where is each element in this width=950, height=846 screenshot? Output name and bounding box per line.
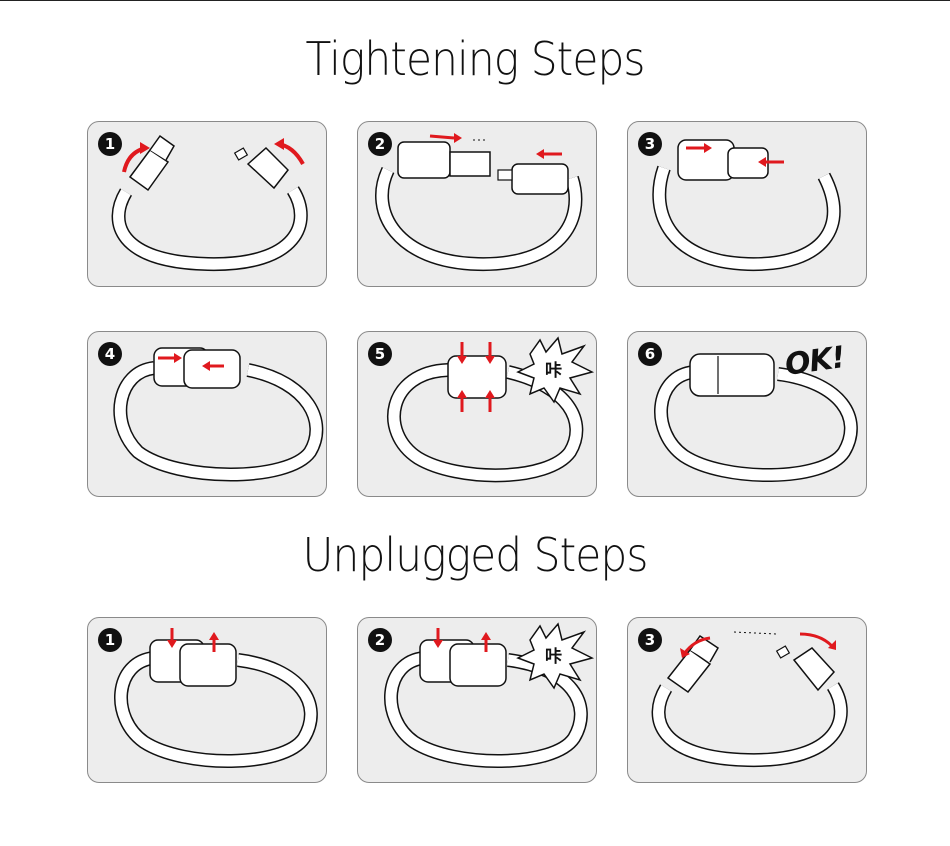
micro-usb-connector-icon [179,643,237,687]
step-number-badge: 6 [638,342,662,366]
step-number-badge: 2 [368,628,392,652]
arrow-icon [799,632,834,648]
bracelet-clasp-icon [689,353,775,397]
step-number-badge: 3 [638,628,662,652]
unplugged-steps-title: Unplugged Steps [302,528,649,582]
bracelet-press-illustration [387,336,595,483]
tightening-steps-title: Tightening Steps [305,32,645,86]
unplugged-step-3-panel: 3 [627,617,867,783]
click-sound-label: 咔 [545,647,562,667]
bracelet-align-illustration [375,133,583,272]
bracelet-closed-illustration [654,353,858,482]
bracelet-clasp-icon [447,355,507,399]
step-number-badge: 1 [98,132,122,156]
top-divider [0,0,950,1]
usb-plug-icon [397,141,451,179]
micro-usb-connector-icon [183,349,241,389]
bracelet-release-illustration [384,622,595,768]
micro-usb-connector-icon [775,645,836,692]
step-number-badge: 5 [368,342,392,366]
tightening-step-1-panel: 1 [87,121,327,287]
tightening-step-3-panel: 3 [627,121,867,287]
unplugged-step-1-panel: 1 [87,617,327,783]
step-number-badge: 2 [368,132,392,156]
burst-icon [516,622,595,690]
step-number-badge: 1 [98,628,122,652]
bracelet-open-illustration [111,134,308,272]
step-number-badge: 3 [638,132,662,156]
bracelet-insert-illustration [652,139,841,272]
click-sound-label: 咔 [545,361,562,381]
bracelet-separate-illustration [651,631,848,768]
micro-usb-connector-icon [233,146,289,190]
tightening-step-6-panel: 6 OK! [627,331,867,497]
micro-usb-connector-icon [449,643,507,687]
unplugged-step-2-panel: 2 咔 [357,617,597,783]
usb-plug-icon [128,134,175,192]
tightening-step-4-panel: 4 [87,331,327,497]
tightening-step-5-panel: 5 咔 [357,331,597,497]
micro-usb-connector-icon [511,163,569,195]
bracelet-push-illustration [113,347,324,482]
bracelet-lift-illustration [114,628,318,768]
step-number-badge: 4 [98,342,122,366]
arrow-icon [429,134,455,140]
burst-icon [516,336,595,404]
tightening-step-2-panel: 2 [357,121,597,287]
